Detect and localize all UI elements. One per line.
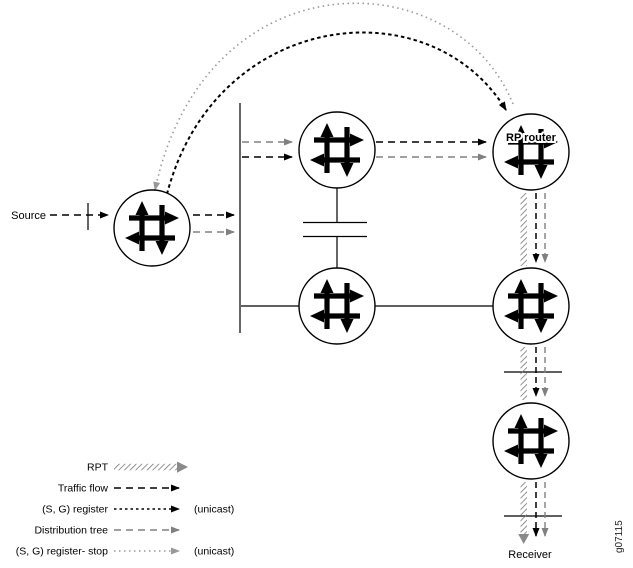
- source-label: Source: [11, 210, 46, 222]
- register-arc-source-to-rp: [166, 31, 507, 195]
- receiver-label: Receiver: [508, 549, 552, 561]
- legend: RPT Traffic flow (S, G) register (unicas…: [16, 461, 234, 558]
- bottom-right-router-icon: [493, 403, 569, 479]
- solid-links: [87, 103, 562, 517]
- rpt-path: [518, 193, 530, 544]
- legend-register-stop-unicast-note: (unicast): [194, 546, 234, 558]
- legend-label-distribution-tree: Distribution tree: [34, 525, 108, 537]
- source-dr-router-icon: [114, 190, 190, 266]
- rpt-segment-2: [520, 347, 527, 400]
- legend-swatch-rpt: [114, 463, 178, 471]
- legend-label-register-stop: (S, G) register- stop: [16, 546, 108, 558]
- rp-router-icon: [493, 114, 569, 190]
- legend-register-unicast-note: (unicast): [194, 504, 234, 516]
- right-middle-router-icon: [493, 268, 569, 344]
- rpt-arrowhead: [518, 534, 530, 544]
- rp-router-label: RP router: [506, 132, 557, 144]
- legend-label-register: (S, G) register: [42, 504, 108, 516]
- rpt-segment-3: [520, 482, 527, 534]
- legend-rpt-arrowhead: [177, 461, 188, 473]
- top-middle-router-icon: [299, 112, 375, 188]
- flow-arrows: [50, 138, 549, 537]
- figure-id-label: g07115: [614, 520, 625, 553]
- bottom-middle-router-icon: [299, 268, 375, 344]
- legend-label-traffic-flow: Traffic flow: [58, 483, 109, 495]
- legend-label-rpt: RPT: [87, 462, 109, 474]
- rpt-segment-1: [520, 193, 527, 266]
